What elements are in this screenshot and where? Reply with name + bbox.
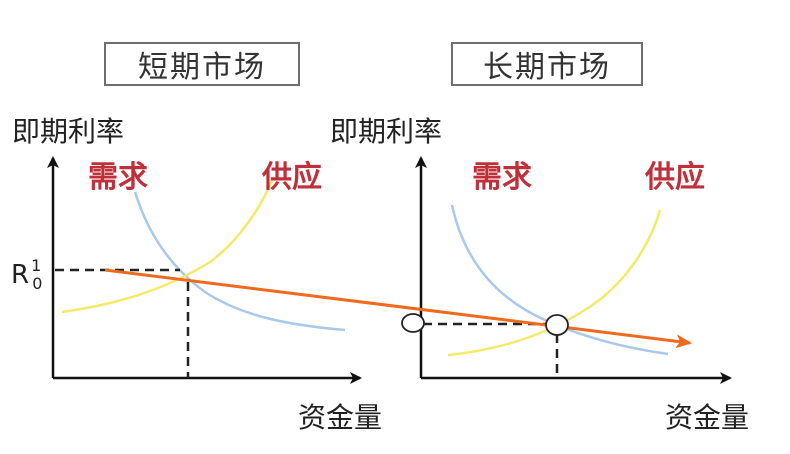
right-equilibrium-marker [545,314,569,336]
left-supply-label: 供应 [262,160,322,195]
right-demand-curve [450,204,669,356]
right-y-axis-rate-marker [401,313,425,333]
right-supply-curve [447,209,662,357]
short-term-market-title: 短期市场 [104,42,300,86]
left-demand-curve [133,191,346,332]
right-x-axis-label: 资金量 [665,401,750,434]
left-x-axis-label: 资金量 [298,401,383,434]
right-supply-label: 供应 [645,160,705,195]
left-supply-curve [61,179,274,314]
left-y-axis-label: 即期利率 [12,115,125,148]
left-demand-label: 需求 [88,160,148,195]
right-demand-label: 需求 [472,160,532,195]
right-y-axis-label: 即期利率 [330,115,443,148]
long-term-market-title: 长期市场 [451,42,643,86]
rate-transmission-arrow [104,268,692,349]
